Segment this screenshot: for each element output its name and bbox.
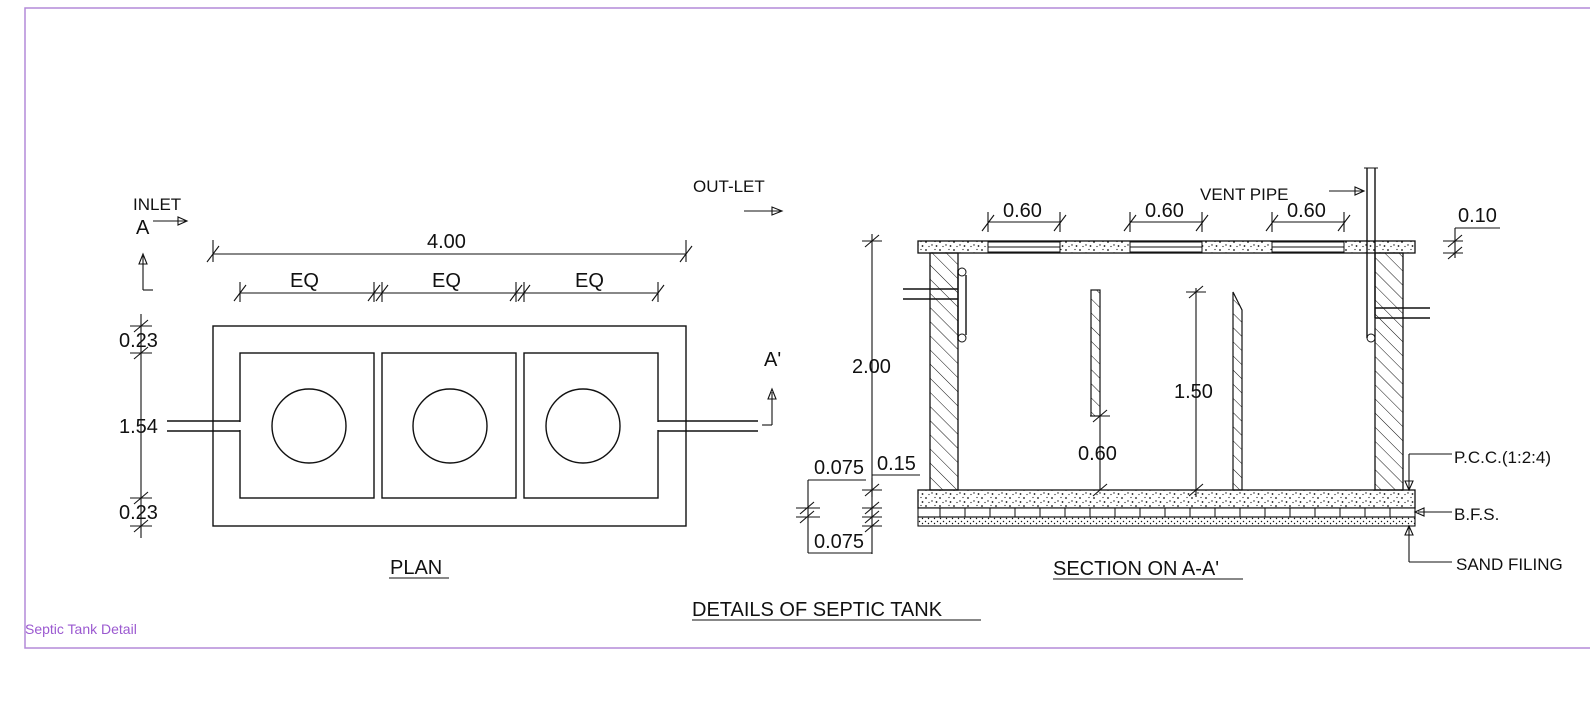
plan-view: [130, 206, 784, 579]
dim-opening-1: 0.60: [1003, 200, 1042, 222]
dim-bfs-thickness: 0.075: [814, 457, 864, 479]
dim-wall-bottom: 0.23: [119, 502, 158, 524]
section-title: SECTION ON A-A': [1053, 558, 1219, 580]
section-mark-a-prime: A': [764, 349, 781, 371]
dim-baffle-gap: 0.60: [1078, 443, 1117, 465]
dim-pcc-thickness: 0.15: [877, 453, 916, 475]
caption-label: Septic Tank Detail: [25, 621, 137, 637]
layer-bfs-label: B.F.S.: [1454, 505, 1499, 524]
dim-baffle-height: 1.50: [1174, 381, 1213, 403]
dim-height: 2.00: [852, 356, 891, 378]
dim-eq-1: EQ: [290, 270, 319, 292]
drawing-frame: [24, 7, 1590, 649]
vent-pipe-label: VENT PIPE: [1200, 185, 1289, 204]
dim-slab-thickness: 0.10: [1458, 205, 1497, 227]
section-mark-a: A: [136, 217, 150, 239]
layer-pcc-label: P.C.C.(1:2:4): [1454, 448, 1551, 467]
dim-overall-length: 4.00: [427, 231, 466, 253]
drawing-title: DETAILS OF SEPTIC TANK: [692, 599, 943, 621]
dim-sand-thickness: 0.075: [814, 531, 864, 553]
dim-opening-2: 0.60: [1145, 200, 1184, 222]
dim-eq-2: EQ: [432, 270, 461, 292]
plan-title: PLAN: [390, 557, 442, 579]
dim-opening-3: 0.60: [1287, 200, 1326, 222]
layer-sand-label: SAND FILING: [1456, 555, 1563, 574]
section-view: [796, 167, 1500, 580]
dim-wall-top: 0.23: [119, 330, 158, 352]
dim-eq-3: EQ: [575, 270, 604, 292]
dim-inner-width: 1.54: [119, 416, 158, 438]
inlet-label: INLET: [133, 195, 181, 214]
outlet-label: OUT-LET: [693, 177, 765, 196]
